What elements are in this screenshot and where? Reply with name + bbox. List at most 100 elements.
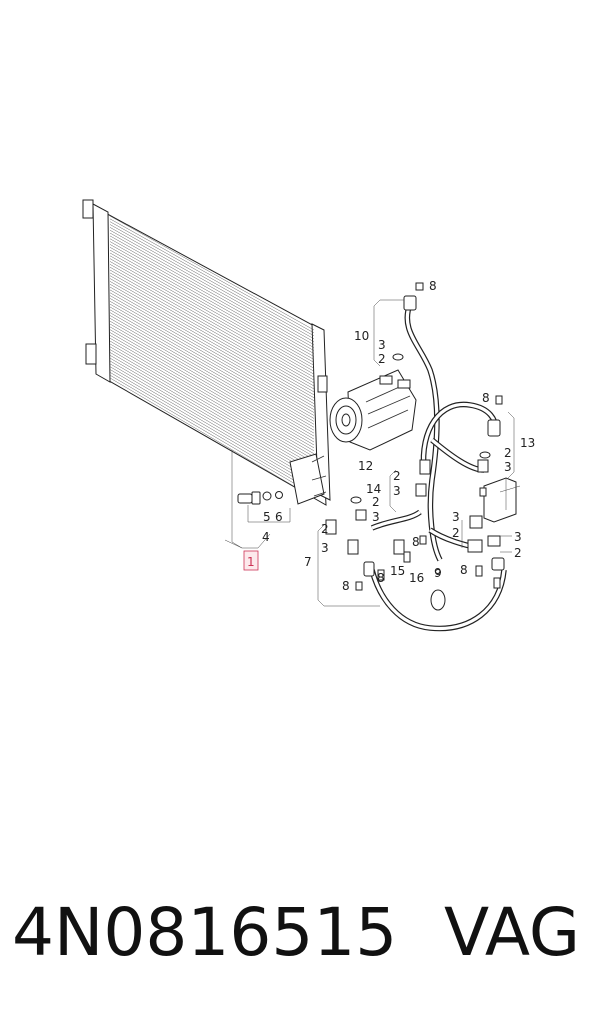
condenser-fin xyxy=(109,306,315,425)
condenser-fin xyxy=(109,312,315,431)
condenser-fin xyxy=(109,230,315,345)
ac-system-exploded-diagram: 1 5 6 4 12 xyxy=(82,199,535,632)
svg-text:5: 5 xyxy=(263,510,271,524)
condenser-fin xyxy=(109,238,315,354)
svg-text:3: 3 xyxy=(514,530,522,544)
svg-text:10: 10 xyxy=(354,329,369,343)
condenser-fin xyxy=(109,349,315,469)
condenser-fin xyxy=(109,215,315,331)
condenser-fin xyxy=(109,241,315,357)
condenser-fin xyxy=(109,249,315,366)
part-info-footer: 4N0816515 VAG xyxy=(0,880,600,990)
condenser-part xyxy=(82,199,331,506)
condenser-fin xyxy=(109,318,315,437)
compressor-part xyxy=(329,369,417,451)
condenser-fin xyxy=(109,320,315,440)
svg-text:2: 2 xyxy=(514,546,522,560)
svg-text:2: 2 xyxy=(504,446,512,460)
svg-text:1: 1 xyxy=(247,555,255,569)
condenser-fin xyxy=(109,227,315,342)
condenser-fin xyxy=(109,258,315,375)
condenser-fin xyxy=(109,343,315,463)
condenser-fin xyxy=(109,218,315,334)
condenser-fin xyxy=(109,221,315,337)
svg-text:2: 2 xyxy=(393,469,401,483)
svg-text:3: 3 xyxy=(321,541,329,555)
condenser-fin xyxy=(109,275,315,393)
condenser-fin xyxy=(109,332,315,452)
part-number: 4N0816515 xyxy=(12,894,398,971)
refrigerant-hoses xyxy=(369,302,507,632)
condenser-fin xyxy=(109,244,315,360)
condenser-fin xyxy=(109,292,315,410)
svg-text:7: 7 xyxy=(304,555,312,569)
svg-text:13: 13 xyxy=(520,436,535,450)
condenser-fin xyxy=(109,284,315,401)
svg-text:3: 3 xyxy=(504,460,512,474)
svg-text:16: 16 xyxy=(409,571,424,585)
svg-text:8: 8 xyxy=(377,571,385,585)
callout-1[interactable]: 1 xyxy=(243,550,259,571)
condenser-fin xyxy=(109,255,315,372)
condenser-fin xyxy=(109,281,315,398)
svg-text:2: 2 xyxy=(321,522,329,536)
condenser-fin xyxy=(109,355,315,475)
condenser-fin xyxy=(109,374,315,496)
condenser-fin xyxy=(109,224,315,340)
condenser-fin xyxy=(109,269,315,387)
svg-text:4: 4 xyxy=(262,530,270,544)
svg-text:2: 2 xyxy=(378,352,386,366)
svg-text:8: 8 xyxy=(429,279,437,293)
manufacturer-label: VAG xyxy=(444,894,581,971)
condenser-fin xyxy=(109,286,315,404)
condenser-fin xyxy=(109,272,315,390)
svg-text:3: 3 xyxy=(452,510,460,524)
condenser-fin xyxy=(109,232,315,348)
condenser-fin xyxy=(109,298,315,416)
condenser-fin xyxy=(109,329,315,449)
svg-text:3: 3 xyxy=(378,338,386,352)
condenser-fin xyxy=(109,338,315,457)
condenser-fin xyxy=(109,357,315,478)
condenser-fin xyxy=(109,360,315,481)
condenser-fin xyxy=(109,323,315,443)
svg-text:8: 8 xyxy=(482,391,490,405)
condenser-fin xyxy=(109,261,315,378)
svg-text:2: 2 xyxy=(452,526,460,540)
condenser-fin xyxy=(109,377,315,499)
condenser-fin xyxy=(109,264,315,381)
condenser-fin xyxy=(109,303,315,422)
svg-text:9: 9 xyxy=(434,566,442,580)
condenser-fin xyxy=(109,335,315,454)
pressure-sensor-part xyxy=(237,491,283,505)
condenser-fin xyxy=(109,326,315,446)
svg-text:8: 8 xyxy=(342,579,350,593)
condenser-fin xyxy=(109,315,315,434)
condenser-fin xyxy=(109,372,315,493)
svg-text:6: 6 xyxy=(275,510,283,524)
condenser-fin xyxy=(109,309,315,428)
condenser-fin xyxy=(109,352,315,472)
condenser-fin xyxy=(109,289,315,407)
svg-text:2: 2 xyxy=(372,495,380,509)
svg-text:8: 8 xyxy=(460,563,468,577)
svg-text:14: 14 xyxy=(366,482,381,496)
fittings xyxy=(325,282,521,611)
condenser-fin xyxy=(109,363,315,484)
condenser-fin xyxy=(109,295,315,413)
svg-text:12: 12 xyxy=(358,459,373,473)
condenser-fin xyxy=(109,340,315,460)
condenser-fin xyxy=(109,247,315,363)
condenser-fin xyxy=(109,266,315,384)
svg-text:15: 15 xyxy=(390,564,405,578)
svg-text:3: 3 xyxy=(372,510,380,524)
svg-text:8: 8 xyxy=(412,535,420,549)
condenser-fin xyxy=(109,346,315,466)
condenser-fin xyxy=(109,369,315,490)
svg-text:3: 3 xyxy=(393,484,401,498)
condenser-fin xyxy=(109,252,315,369)
condenser-fin xyxy=(109,301,315,419)
condenser-fin xyxy=(109,366,315,487)
condenser-fin xyxy=(109,278,315,396)
condenser-fin xyxy=(109,235,315,351)
